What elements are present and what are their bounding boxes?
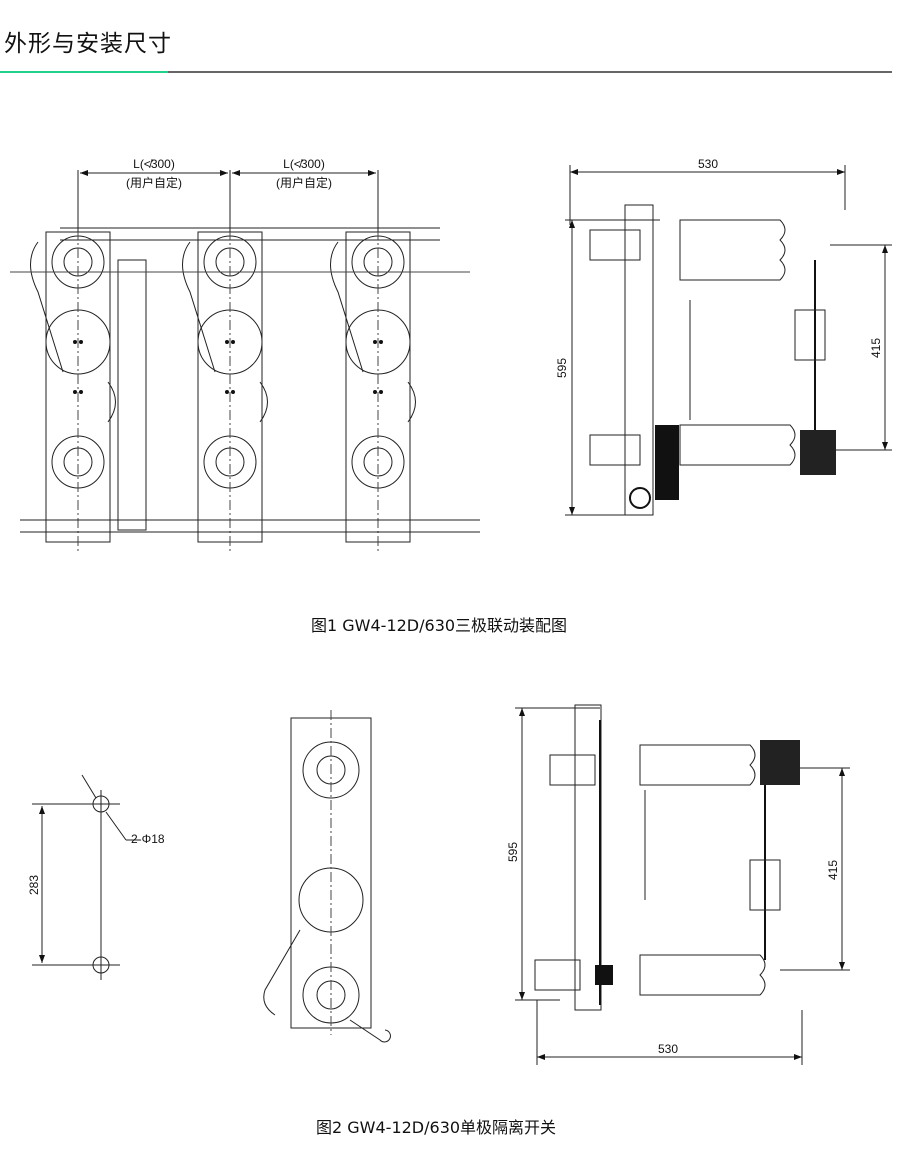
spacing-note-1: (用户自定) (126, 175, 182, 190)
figure2-front-view (263, 710, 391, 1043)
contact-span-label-2: 415 (826, 860, 840, 880)
figure1-caption: 图1 GW4-12D/630三极联动装配图 (311, 616, 568, 635)
figure1-side-view (565, 165, 892, 516)
header-divider (0, 71, 892, 73)
contact-span-label: 415 (869, 338, 883, 358)
side-height-label-2: 595 (506, 842, 520, 862)
header-accent-bar (0, 71, 168, 73)
spacing-note-2: (用户自定) (276, 175, 332, 190)
side-height-label: 595 (555, 358, 569, 378)
figure2-side-view (515, 704, 850, 1065)
side-width-label: 530 (698, 157, 718, 171)
page-title: 外形与安装尺寸 (4, 31, 172, 57)
hole-label: 2-Φ18 (131, 832, 165, 846)
figure2-caption: 图2 GW4-12D/630单极隔离开关 (316, 1118, 557, 1137)
figure2-mounting-holes (32, 774, 140, 980)
spacing-label-1: L(≮300) (133, 157, 175, 171)
hole-spacing-label: 283 (27, 875, 41, 895)
figure1-front-view (10, 170, 480, 553)
side-width-label-2: 530 (658, 1042, 678, 1056)
spacing-label-2: L(≮300) (283, 157, 325, 171)
